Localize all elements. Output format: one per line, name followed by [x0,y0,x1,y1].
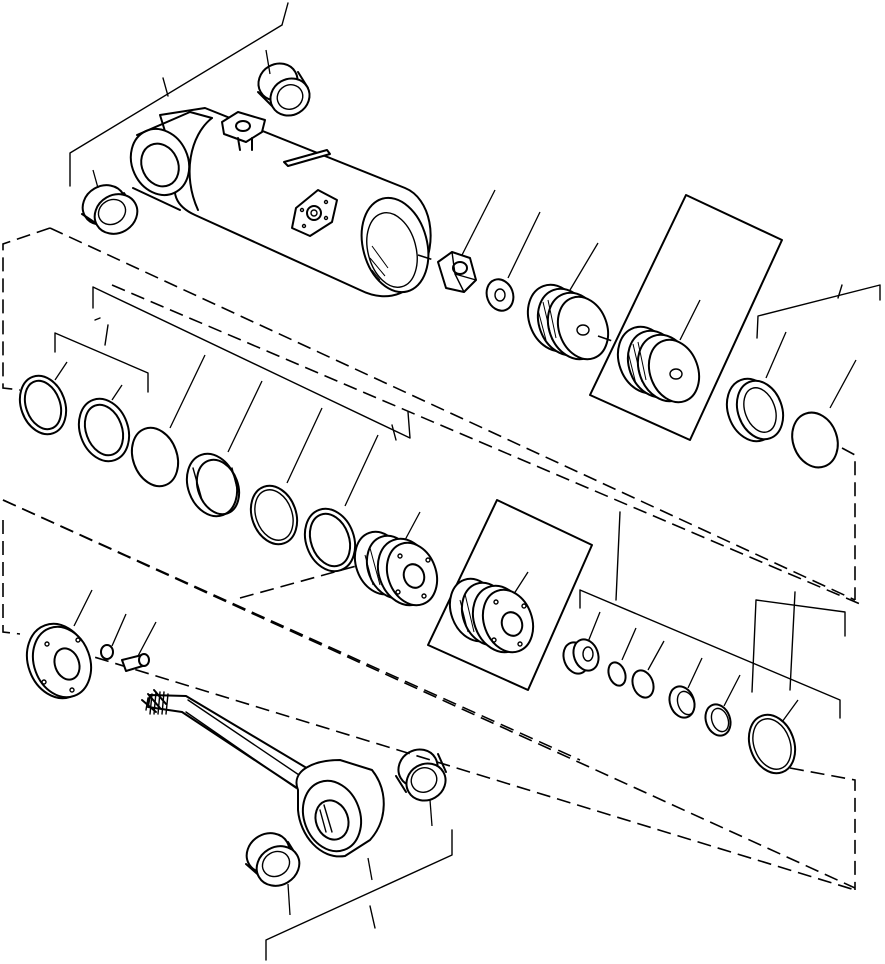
piston-kit [589,194,783,441]
dashed-group-upper-right [841,447,856,600]
rod-wiper-set [562,511,846,775]
head-gland [353,511,439,607]
axis-line-mid [597,335,616,343]
dashed-group-lower-right [789,767,856,890]
washer [485,211,541,312]
ring-6 [303,434,379,573]
cap-screw [121,621,157,672]
dashed-group-upper-bottom [111,284,861,605]
seal-set-bracket [54,286,411,441]
axis-line-lower [239,564,361,599]
ring-5 [249,407,323,546]
piston-rod [141,689,385,858]
rod-nut [437,189,496,293]
rod-bushing-lower [245,832,373,916]
ring-4 [185,380,263,518]
dashed-group-upper-left [2,227,51,391]
head-flange [25,589,93,700]
piston-standard [526,242,610,361]
dashed-group-lower-bottom [54,644,856,891]
cylinder-barrel [129,107,432,298]
lock-washer [100,613,127,660]
upper-bushing-right [257,49,311,117]
axis-line-upper [417,254,441,263]
rod-seal-kit-upper [725,284,881,469]
dashed-group-lower-left [2,520,21,635]
dashed-group-lower-diag [2,499,581,761]
ring-3 [130,354,206,488]
head-kit [427,499,593,691]
rod-bushing-upper [395,748,447,827]
dashed-group-upper-top [49,227,856,601]
bottom-bracket [265,829,453,961]
ring-1 [18,361,68,436]
upper-bushing-left [81,169,139,235]
ring-2 [77,384,131,463]
top-bracket [69,2,289,187]
